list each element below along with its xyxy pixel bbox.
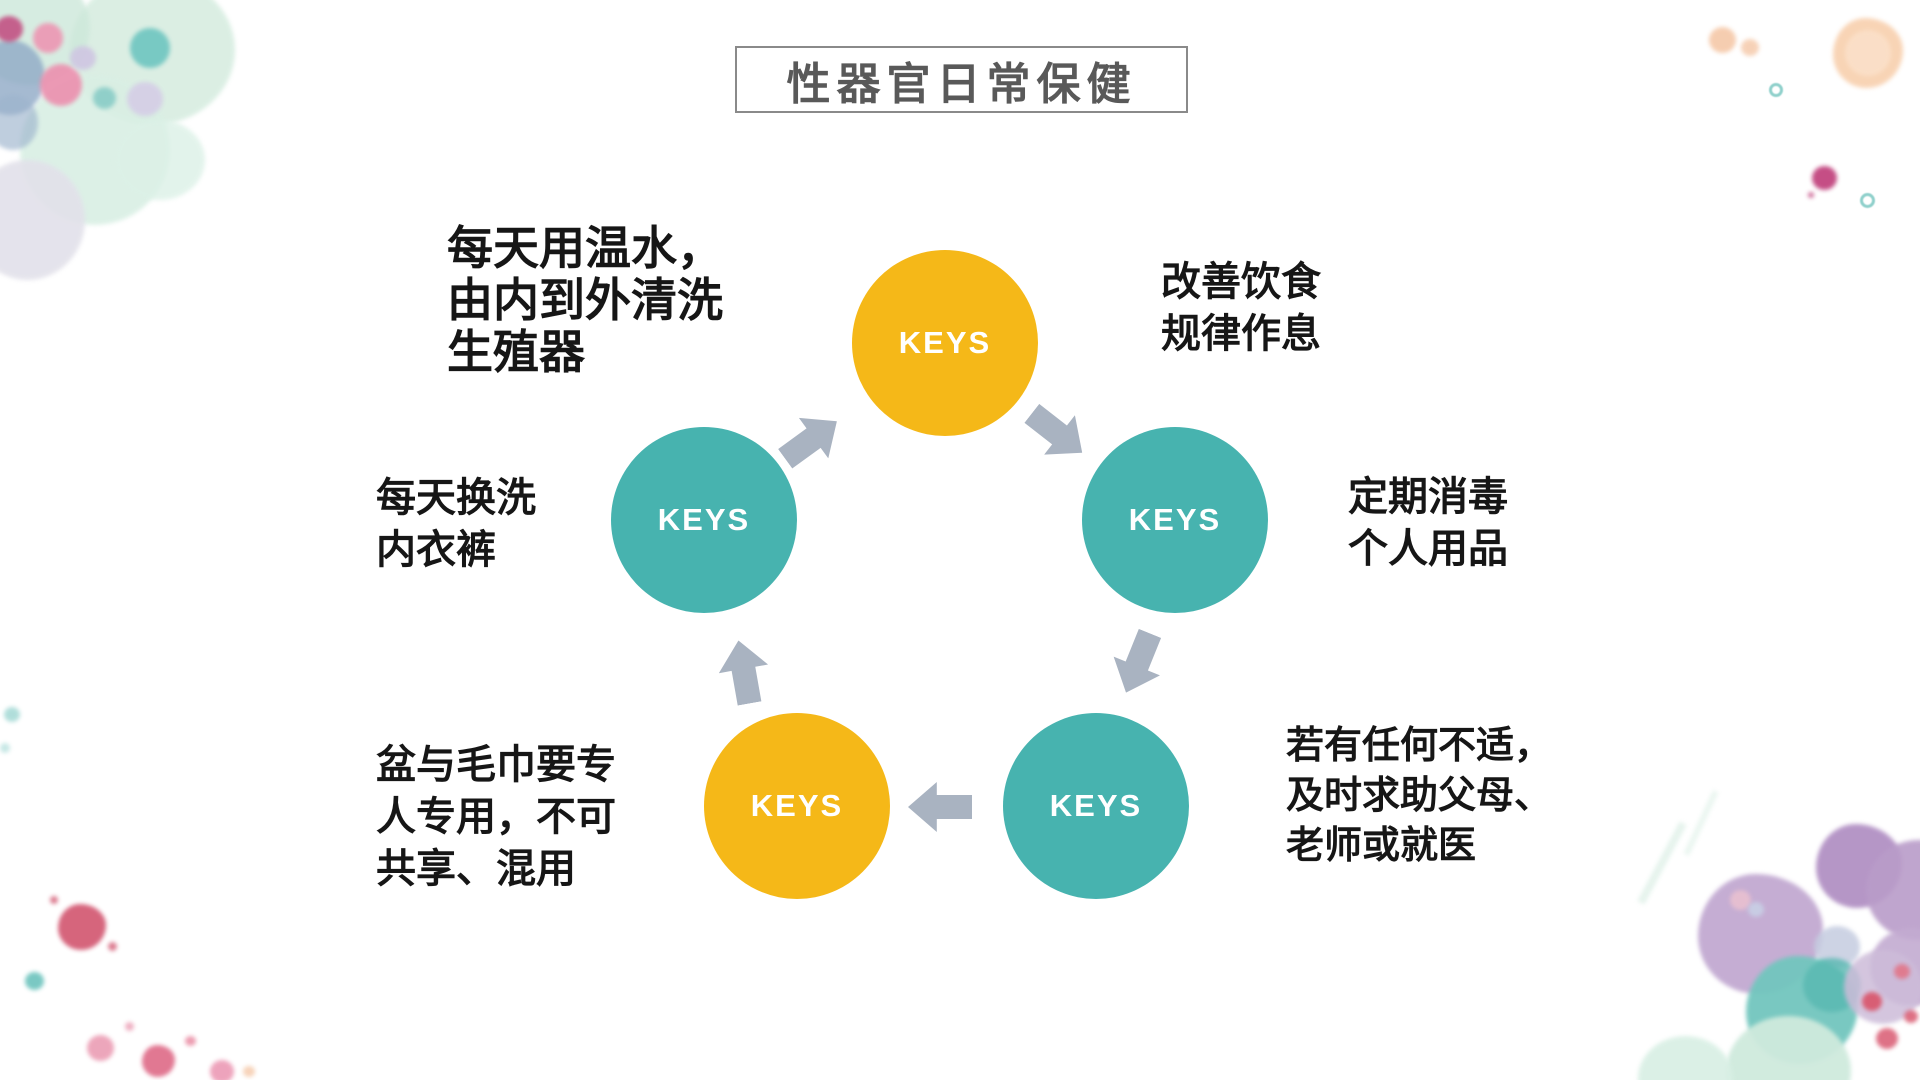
watercolor-blob — [1844, 950, 1920, 1024]
watercolor-blob — [1803, 958, 1861, 1012]
watercolor-ring — [1860, 193, 1875, 208]
watercolor-decoration-bottom-right — [1598, 778, 1920, 1080]
watercolor-decoration-top-left — [0, 0, 270, 280]
watercolor-blob — [185, 1036, 196, 1046]
note-personal-basin: 盆与毛巾要专 人专用，不可 共享、混用 — [376, 743, 616, 891]
keys-circle-top: KEYS — [852, 250, 1038, 436]
watercolor-blob — [210, 1060, 234, 1080]
watercolor-blob — [70, 0, 235, 125]
watercolor-decoration-top-right — [1660, 0, 1920, 220]
watercolor-blob — [1746, 956, 1858, 1064]
watercolor-blob — [87, 1035, 114, 1061]
slide-title: 性器官日常保健 — [786, 59, 1137, 109]
watercolor-blob — [33, 23, 63, 53]
keys-circle-label: KEYS — [1128, 502, 1222, 537]
watercolor-blob — [1730, 890, 1751, 910]
watercolor-blob — [40, 64, 82, 106]
watercolor-blob — [1816, 824, 1902, 908]
watercolor-blob — [115, 120, 205, 200]
watercolor-blob — [4, 707, 20, 722]
keys-circle-label: KEYS — [750, 788, 844, 823]
watercolor-blob — [108, 942, 117, 951]
keys-circle-label: KEYS — [898, 325, 992, 360]
watercolor-blob — [70, 46, 96, 70]
cycle-arrow-down-right-icon — [1016, 394, 1097, 473]
watercolor-blob — [1904, 1010, 1918, 1023]
watercolor-blob — [243, 1066, 255, 1077]
watercolor-blob — [1741, 39, 1759, 56]
watercolor-blob — [125, 1022, 134, 1031]
watercolor-blob — [1726, 1016, 1851, 1080]
watercolor-streak — [1683, 790, 1719, 856]
keys-circle-upper-right: KEYS — [1082, 427, 1268, 613]
cycle-arrow-left-icon — [908, 782, 972, 832]
watercolor-blob — [1812, 166, 1837, 190]
watercolor-ring — [1769, 83, 1783, 97]
watercolor-blob — [0, 160, 85, 280]
watercolor-blob — [1638, 1036, 1733, 1080]
watercolor-blob — [0, 40, 45, 115]
watercolor-decoration-left-edge — [0, 695, 40, 785]
watercolor-blob — [1866, 840, 1920, 940]
watercolor-blob — [0, 95, 38, 150]
watercolor-blob — [0, 16, 23, 42]
watercolor-blob — [0, 0, 90, 85]
watercolor-blob — [50, 896, 58, 904]
slide-title-box: 性器官日常保健 — [735, 46, 1188, 113]
cycle-arrow-down-icon — [1103, 624, 1173, 702]
watercolor-blob — [58, 904, 106, 950]
watercolor-blob — [1709, 27, 1736, 53]
watercolor-blob — [25, 972, 44, 990]
watercolor-blob — [1814, 926, 1860, 968]
watercolor-blob — [1862, 992, 1882, 1011]
keys-circle-label: KEYS — [657, 502, 751, 537]
watercolor-blob — [1876, 1028, 1898, 1049]
watercolor-decoration-bottom-left — [0, 890, 290, 1080]
cycle-arrow-up-icon — [714, 636, 774, 708]
watercolor-blob — [142, 1045, 175, 1077]
keys-circle-lower-left: KEYS — [704, 713, 890, 899]
note-diet-routine: 改善饮食 规律作息 — [1161, 260, 1321, 356]
watercolor-blob — [1748, 902, 1764, 917]
watercolor-blob — [1845, 30, 1891, 76]
note-seek-help: 若有任何不适， 及时求助父母、 老师或就医 — [1286, 725, 1553, 867]
cycle-arrow-up-right-icon — [770, 401, 851, 479]
watercolor-blob — [0, 743, 10, 753]
keys-circle-lower-right: KEYS — [1003, 713, 1189, 899]
note-disinfect-items: 定期消毒 个人用品 — [1348, 475, 1508, 571]
watercolor-blob — [1698, 874, 1823, 994]
watercolor-blob — [93, 87, 116, 109]
watercolor-blob — [130, 28, 170, 68]
watercolor-blob — [1894, 964, 1910, 979]
watercolor-blob — [1808, 192, 1814, 198]
watercolor-blob — [20, 75, 170, 225]
note-wash-daily: 每天用温水， 由内到外清洗 生殖器 — [447, 222, 723, 378]
note-change-underwear: 每天换洗 内衣裤 — [376, 476, 536, 572]
watercolor-streak — [1637, 821, 1687, 905]
keys-circle-label: KEYS — [1049, 788, 1143, 823]
watercolor-blob — [1870, 928, 1920, 1006]
watercolor-blob — [127, 82, 163, 116]
watercolor-blob — [1833, 18, 1903, 88]
keys-circle-left: KEYS — [611, 427, 797, 613]
